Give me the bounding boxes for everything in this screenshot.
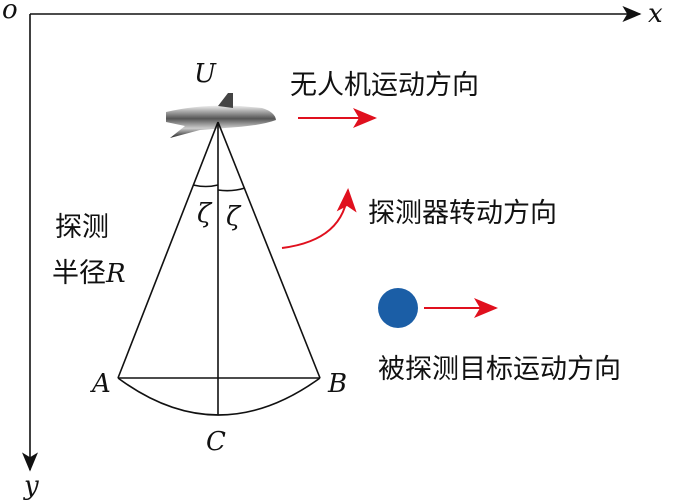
x-axis-label: x: [648, 0, 663, 29]
radius-label-line1: 探测: [55, 212, 109, 243]
point-a-label: A: [90, 369, 111, 399]
angle-right-label: ζ: [226, 202, 242, 232]
point-u-label: U: [194, 59, 217, 89]
point-b-label: B: [327, 369, 347, 399]
point-c-label: C: [206, 427, 226, 457]
origin-label: o: [2, 0, 18, 25]
angle-left-label: ζ: [197, 199, 213, 229]
target-direction-label: 被探测目标运动方向: [378, 354, 621, 385]
uav-direction-label: 无人机运动方向: [290, 70, 479, 101]
radius-label-line2: 半径R: [52, 258, 126, 289]
detection-cone: [117, 121, 321, 416]
uav-aircraft-icon: [166, 93, 276, 138]
y-axis-label: y: [23, 471, 39, 501]
rotation-arrow-icon: [281, 188, 357, 249]
target-dot: [378, 288, 418, 328]
detector-rotation-label: 探测器转动方向: [368, 198, 557, 229]
